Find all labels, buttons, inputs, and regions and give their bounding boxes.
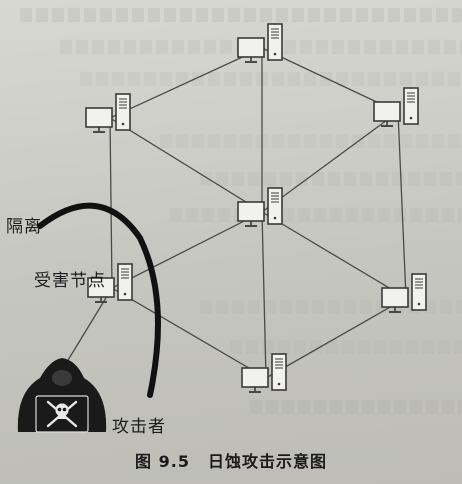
node-top bbox=[237, 23, 283, 63]
victim-node-label: 受害节点 bbox=[34, 271, 106, 291]
node-left bbox=[85, 93, 131, 133]
node-right bbox=[373, 87, 419, 127]
background-text bbox=[250, 400, 462, 414]
network-edges bbox=[61, 47, 407, 379]
figure-title: 日蚀攻击示意图 bbox=[207, 452, 327, 471]
background-text bbox=[200, 172, 462, 186]
isolation-arc bbox=[37, 202, 161, 398]
background-text bbox=[20, 8, 462, 22]
background-text bbox=[80, 72, 462, 86]
figure-number: 图 9.5 bbox=[135, 452, 190, 471]
background-text bbox=[230, 340, 462, 354]
node-center bbox=[237, 187, 283, 227]
node-lower-right bbox=[381, 273, 427, 313]
isolation-label: 隔离 bbox=[6, 217, 42, 237]
attacker-label: 攻击者 bbox=[112, 417, 166, 437]
hooded-hacker-icon bbox=[17, 358, 107, 433]
figure-caption: 图 9.5 日蚀攻击示意图 bbox=[0, 448, 462, 472]
node-bottom bbox=[241, 353, 287, 393]
background-text bbox=[160, 134, 462, 148]
